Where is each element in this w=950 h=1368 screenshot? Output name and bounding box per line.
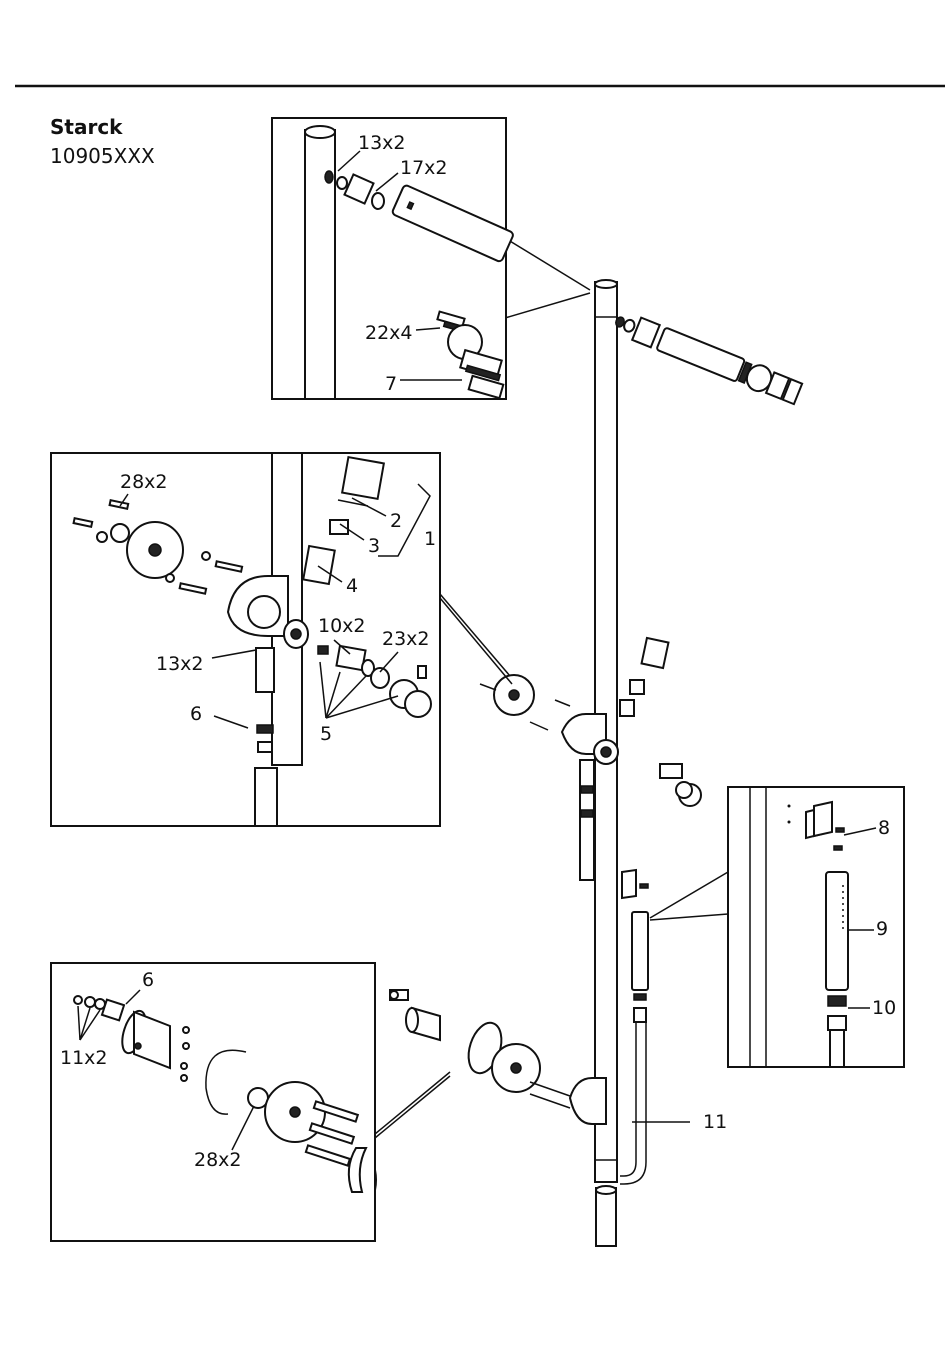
callout-top-2: 17x2 — [400, 157, 448, 179]
callout-top-1: 13x2 — [358, 132, 406, 154]
callout-mid-7: 23x2 — [382, 628, 430, 650]
leader-top-2 — [505, 293, 590, 318]
thermostat-body — [356, 990, 606, 1200]
callout-right-2: 9 — [876, 918, 888, 940]
overhead-arm — [611, 308, 802, 406]
connector-pipe — [580, 760, 594, 880]
callout-bottom-3: 28x2 — [194, 1149, 242, 1171]
hand-shower — [620, 870, 648, 1184]
callout-top-3: 22x4 — [365, 322, 413, 344]
leader-right-2 — [650, 914, 728, 920]
model-number: 10905XXX — [50, 144, 155, 168]
callout-mid-3: 3 — [368, 535, 380, 557]
connector-nut — [581, 786, 593, 793]
callout-mid-1: 28x2 — [120, 471, 168, 493]
detail-rail-top — [305, 130, 335, 399]
leader-bottom-2 — [375, 1076, 450, 1138]
rail-top-cap — [595, 280, 617, 288]
callout-right-3: 10 — [872, 997, 896, 1019]
leader-mid-1 — [440, 594, 510, 676]
callout-mid-10: 5 — [320, 723, 332, 745]
connector-nut-2 — [581, 810, 593, 817]
callout-mid-6: 10x2 — [318, 615, 366, 637]
detail-bottom-thermostat: 6 11x2 28x2 — [51, 963, 450, 1241]
callout-bottom-2: 11x2 — [60, 1047, 108, 1069]
callout-top-4: 7 — [385, 373, 397, 395]
callout-mid-8: 13x2 — [156, 653, 204, 675]
callout-11: 11 — [703, 1111, 727, 1133]
leader-right-1 — [650, 872, 728, 918]
leader-mid-2 — [440, 598, 512, 684]
leader-top-1 — [505, 238, 590, 290]
leader-bottom-1 — [375, 1072, 450, 1134]
callout-mid-9: 6 — [190, 703, 202, 725]
lower-rail — [596, 1188, 616, 1246]
callout-mid-5: 4 — [346, 575, 358, 597]
callout-mid-2: 2 — [390, 510, 402, 532]
brand-name: Starck — [50, 115, 123, 139]
detail-middle-valve: 28x2 2 3 1 4 10x2 23x2 13x2 6 5 — [51, 453, 512, 826]
callout-bottom-1: 6 — [142, 969, 154, 991]
detail-right-hand-shower: 8 9 10 — [650, 787, 904, 1067]
detail-top-overhead-arm: 13x2 17x2 22x4 7 — [272, 118, 590, 399]
callout-mid-4: 1 — [424, 528, 436, 550]
lower-rail-cap — [596, 1186, 616, 1194]
callout-right-1: 8 — [878, 817, 890, 839]
